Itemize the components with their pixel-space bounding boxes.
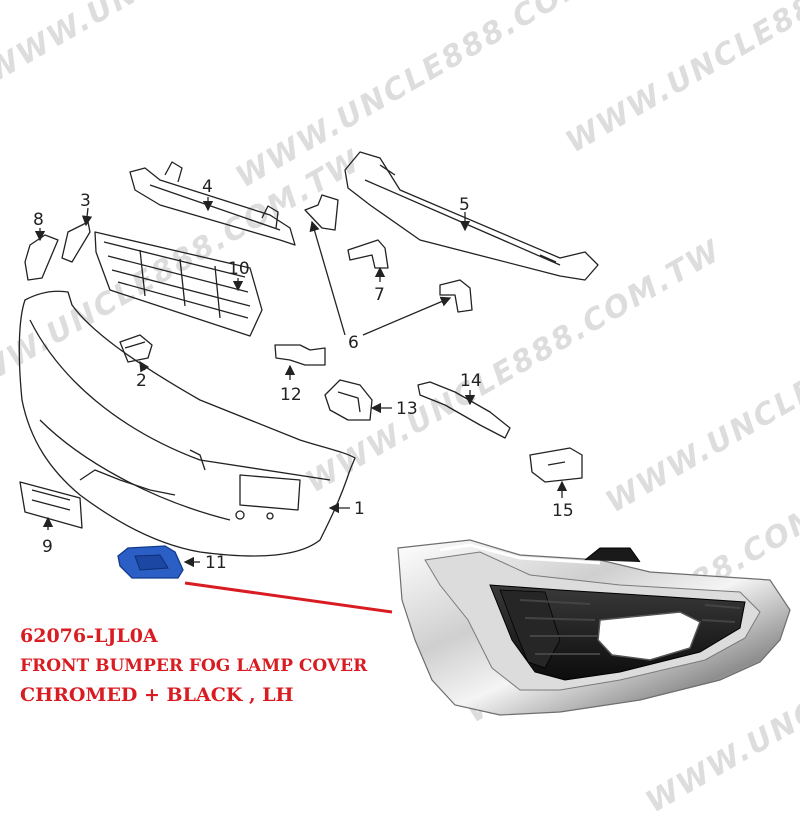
callout-1: 1: [354, 499, 365, 519]
reinforcement-part-4: [129, 167, 296, 246]
bracket-part-15: [529, 447, 583, 483]
callout-14: 14: [460, 371, 482, 391]
strip-part-14: [417, 381, 511, 439]
callout-5: 5: [459, 195, 470, 215]
part-number: 62076-LJL0A: [20, 625, 158, 647]
clip-part-2: [119, 334, 153, 363]
reinforcement-part-5: [344, 151, 599, 281]
bracket-part-9: [19, 481, 83, 529]
part-description: FRONT BUMPER FOG LAMP COVER: [20, 656, 368, 676]
callout-11: 11: [205, 553, 227, 573]
bracket-part-13: [324, 379, 373, 421]
callout-10: 10: [228, 259, 250, 279]
bracket-part-7: [347, 239, 389, 269]
callout-15: 15: [552, 501, 574, 521]
pointer-line: [184, 581, 393, 614]
bracket-part-6b: [439, 279, 473, 313]
product-photo: [397, 539, 791, 716]
bumper-fascia: [18, 290, 356, 557]
callout-7: 7: [374, 285, 385, 305]
callout-13: 13: [396, 399, 418, 419]
bracket-part-3: [61, 221, 91, 263]
bracket-part-6a: [304, 194, 339, 231]
bracket-part-8: [24, 234, 59, 281]
callout-8: 8: [33, 210, 44, 230]
line-drawing: 1 2 3 4 5 6 7 8 9 10 11 12 13 14 15: [18, 151, 791, 716]
callout-9: 9: [42, 537, 53, 557]
callout-2: 2: [136, 371, 147, 391]
part-finish: CHROMED + BLACK , LH: [20, 684, 294, 706]
bracket-part-12: [274, 344, 326, 366]
grille-part-10: [94, 231, 263, 337]
callout-4: 4: [202, 177, 213, 197]
callout-12: 12: [280, 385, 302, 405]
callout-3: 3: [80, 191, 91, 211]
callout-6: 6: [348, 333, 359, 353]
